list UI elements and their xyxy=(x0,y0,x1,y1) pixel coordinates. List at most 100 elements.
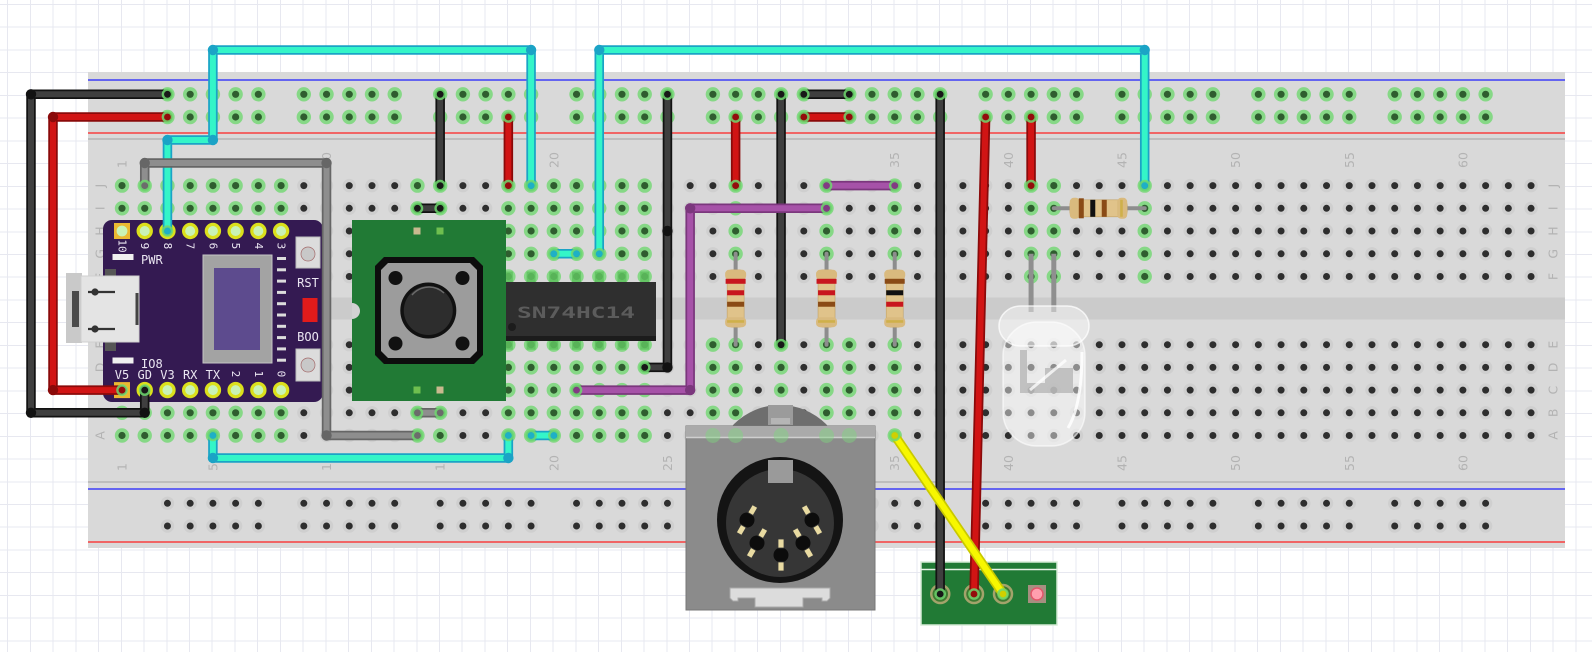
wire-endpoint[interactable] xyxy=(729,179,742,192)
wire-core[interactable] xyxy=(209,432,512,461)
wire-endpoint[interactable] xyxy=(434,406,446,419)
wire-cyan[interactable] xyxy=(525,429,560,442)
resistor[interactable] xyxy=(816,251,838,347)
wire-endpoint[interactable] xyxy=(1025,179,1037,192)
wire-endpoint[interactable] xyxy=(820,202,833,215)
microcontroller[interactable]: PWR IO8 RST BOO 10 9 8 7 6 5 4 3 V5 GD V… xyxy=(66,220,323,402)
wire-endpoint[interactable] xyxy=(525,179,537,192)
wire-red[interactable] xyxy=(798,111,856,123)
wire-bendpoint[interactable] xyxy=(139,157,150,169)
wire-endpoint[interactable] xyxy=(798,111,810,123)
wire-purple[interactable] xyxy=(820,179,901,192)
wire-black[interactable] xyxy=(934,88,946,600)
wire-bendpoint[interactable] xyxy=(47,384,59,396)
boot-button[interactable] xyxy=(295,348,321,382)
resistor-body[interactable] xyxy=(725,269,747,328)
usb-connector[interactable] xyxy=(66,273,140,343)
wire-endpoint[interactable] xyxy=(434,202,446,215)
reset-button[interactable] xyxy=(295,236,321,269)
wire-endpoint[interactable] xyxy=(820,179,833,192)
wire-bendpoint[interactable] xyxy=(162,134,173,146)
wire-black[interactable] xyxy=(638,88,674,374)
wire-endpoint[interactable] xyxy=(548,247,560,260)
resistor-body[interactable] xyxy=(1069,197,1128,219)
wire-bendpoint[interactable] xyxy=(207,134,219,146)
wire-endpoint[interactable] xyxy=(979,111,992,123)
wire-endpoint[interactable] xyxy=(502,179,515,192)
wire-endpoint[interactable] xyxy=(161,225,174,237)
wire-endpoint[interactable] xyxy=(548,429,560,442)
wire-bendpoint[interactable] xyxy=(139,407,150,418)
wire-endpoint[interactable] xyxy=(434,179,446,192)
wire-cyan[interactable] xyxy=(207,429,515,464)
wire-endpoint[interactable] xyxy=(434,88,446,101)
wire-endpoint[interactable] xyxy=(798,88,810,101)
wire-endpoint[interactable] xyxy=(411,429,424,442)
wire-endpoint[interactable] xyxy=(968,588,980,600)
wire-red[interactable] xyxy=(502,111,515,192)
pushbutton-cap[interactable] xyxy=(403,286,453,335)
wire-bendpoint[interactable] xyxy=(525,44,537,56)
wire-bendpoint[interactable] xyxy=(662,362,673,373)
boot-button-cap[interactable] xyxy=(300,357,316,373)
midi-din-connector[interactable] xyxy=(685,405,876,611)
wire-core[interactable] xyxy=(164,47,535,234)
wire-cyan[interactable] xyxy=(161,44,537,237)
wire-endpoint[interactable] xyxy=(161,111,174,123)
wire-purple[interactable] xyxy=(570,202,833,396)
wire-endpoint[interactable] xyxy=(843,111,856,123)
wire-core[interactable] xyxy=(891,432,1006,597)
wire-bendpoint[interactable] xyxy=(503,452,514,464)
resistor-body[interactable] xyxy=(816,269,838,328)
wire-endpoint[interactable] xyxy=(934,588,946,600)
wire-endpoint[interactable] xyxy=(207,429,219,442)
wire-endpoint[interactable] xyxy=(411,406,424,419)
wire-endpoint[interactable] xyxy=(843,88,856,101)
wire-endpoint[interactable] xyxy=(934,88,946,101)
wire-bendpoint[interactable] xyxy=(207,452,219,464)
wire-black[interactable] xyxy=(798,88,856,101)
wire-bendpoint[interactable] xyxy=(321,430,332,441)
resistor[interactable] xyxy=(884,251,906,347)
wire-endpoint[interactable] xyxy=(570,384,583,396)
wire-core[interactable] xyxy=(641,91,671,371)
wire-endpoint[interactable] xyxy=(502,111,515,123)
wire-cyan[interactable] xyxy=(548,247,583,260)
wire-endpoint[interactable] xyxy=(888,179,901,192)
wire-bendpoint[interactable] xyxy=(1139,44,1150,56)
reset-button-body[interactable] xyxy=(295,236,321,269)
wire-red[interactable] xyxy=(1025,111,1037,192)
wire-endpoint[interactable] xyxy=(593,247,606,260)
wire-endpoint[interactable] xyxy=(502,429,515,442)
wire-black[interactable] xyxy=(25,88,174,418)
wire-yellow[interactable] xyxy=(888,429,1009,600)
wire-endpoint[interactable] xyxy=(525,429,537,442)
wire-cyan[interactable] xyxy=(593,44,1151,260)
wire-bendpoint[interactable] xyxy=(321,157,332,169)
wire-bendpoint[interactable] xyxy=(684,384,696,396)
wire-red[interactable] xyxy=(47,111,174,396)
wire-endpoint[interactable] xyxy=(729,111,742,123)
wire-bendpoint[interactable] xyxy=(684,203,696,214)
wire-bendpoint[interactable] xyxy=(662,225,673,237)
wire-endpoint[interactable] xyxy=(661,88,674,101)
wire-endpoint[interactable] xyxy=(411,202,424,215)
resistor[interactable] xyxy=(725,251,747,347)
wire-bendpoint[interactable] xyxy=(47,111,59,123)
wire-endpoint[interactable] xyxy=(638,361,651,374)
wire-core[interactable] xyxy=(573,205,830,394)
wire-black[interactable] xyxy=(411,202,446,215)
wire-core[interactable] xyxy=(50,114,171,394)
wire-black[interactable] xyxy=(775,88,787,351)
wire-red[interactable] xyxy=(968,111,992,600)
wire-endpoint[interactable] xyxy=(138,384,151,396)
pushbutton[interactable] xyxy=(352,220,506,401)
wire-endpoint[interactable] xyxy=(116,384,128,396)
wire-black[interactable] xyxy=(434,88,446,192)
reset-button-cap[interactable] xyxy=(300,246,316,262)
wire-bendpoint[interactable] xyxy=(594,44,605,56)
wire-core[interactable] xyxy=(971,114,989,597)
wire-gray[interactable] xyxy=(138,157,424,442)
wire-red[interactable] xyxy=(729,111,742,192)
wire-endpoint[interactable] xyxy=(570,247,583,260)
